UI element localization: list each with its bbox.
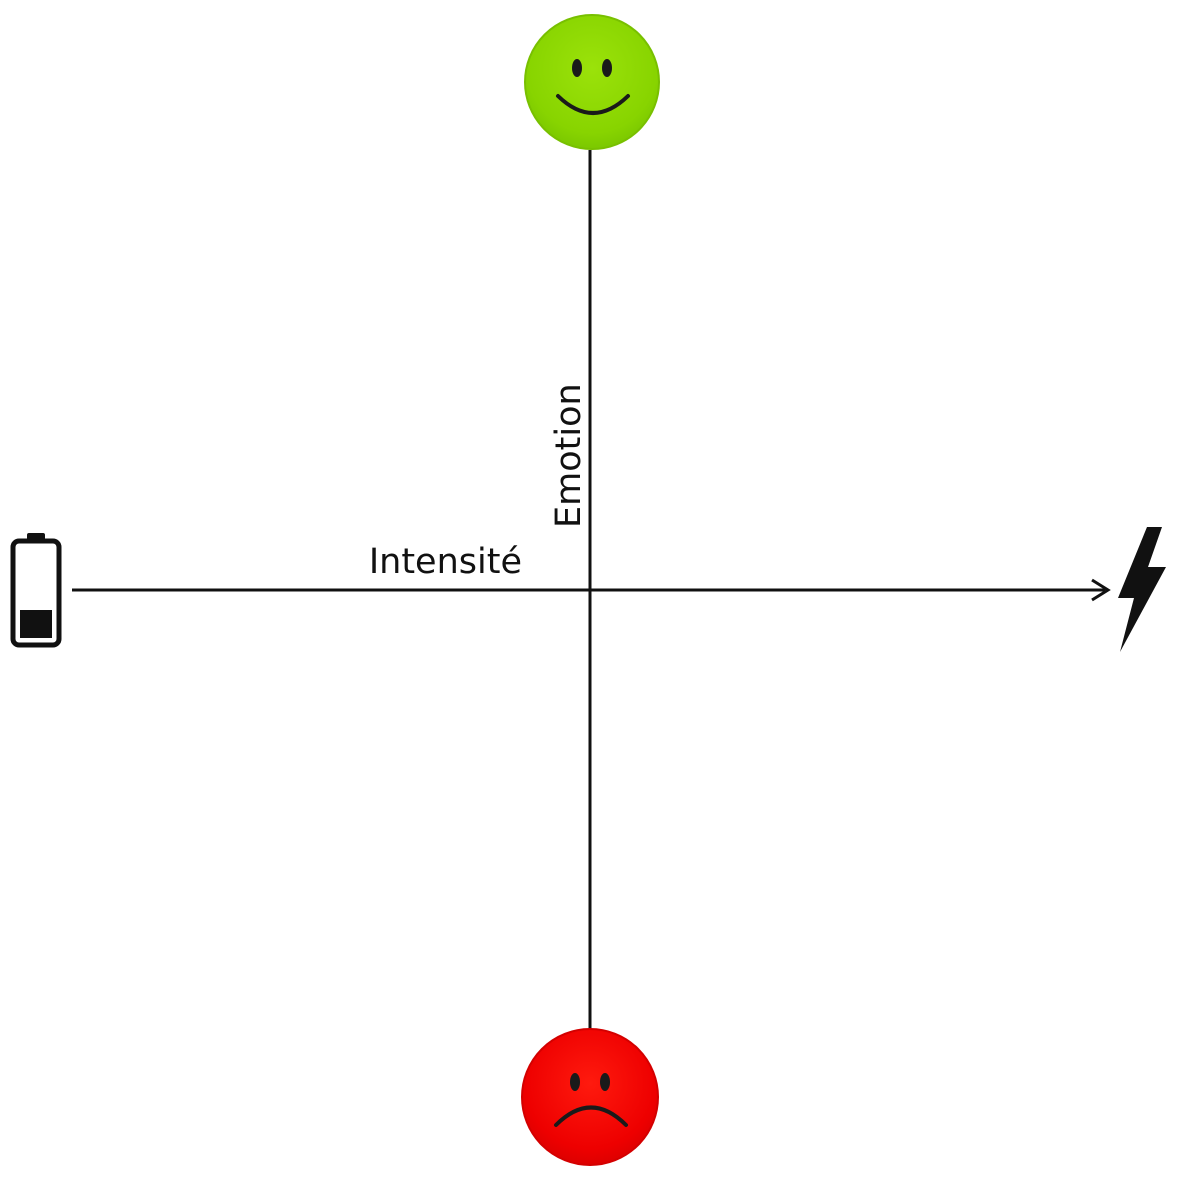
battery-level [20, 610, 52, 638]
happy-face-left-eye [572, 59, 582, 77]
happy-face-smile [556, 94, 630, 115]
low-battery-icon [10, 533, 62, 648]
happy-face-right-eye [602, 59, 612, 77]
sad-face-left-eye [570, 1073, 580, 1091]
sad-face-icon [521, 1028, 659, 1166]
sad-face-frown [554, 1105, 628, 1127]
horizontal-axis [72, 578, 1111, 602]
horizontal-axis-label: Intensité [369, 542, 522, 582]
horizontal-axis-arrowhead [1091, 578, 1111, 602]
happy-face-icon [524, 14, 660, 150]
lightning-bolt-icon [1118, 527, 1166, 652]
vertical-axis-label: Emotion [549, 383, 589, 528]
sad-face-right-eye [600, 1073, 610, 1091]
